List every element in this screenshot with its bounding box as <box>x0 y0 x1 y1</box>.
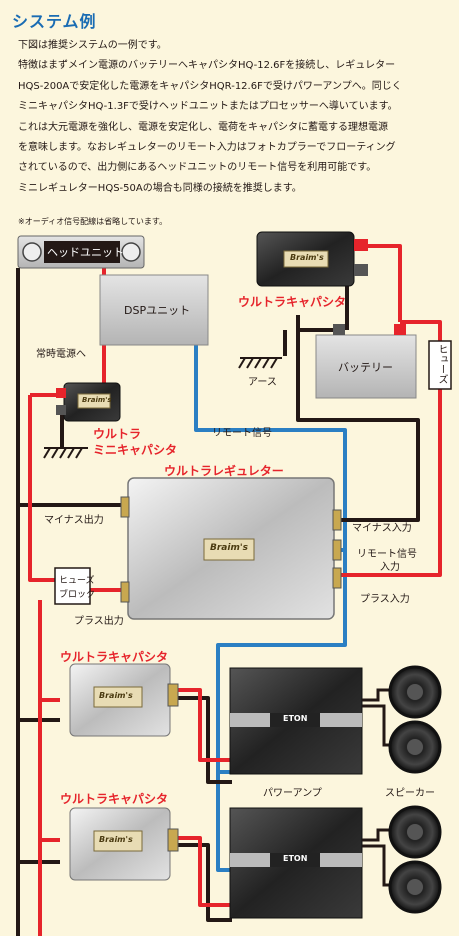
earth-label: アース <box>248 377 277 388</box>
note: ※オーディオ信号配線は省略しています。 <box>18 217 168 226</box>
remote-signal-input-label-2: 入力 <box>380 562 400 573</box>
head-unit-knob-right <box>121 242 141 262</box>
speaker-4 <box>388 860 442 914</box>
amp-brand-bottom: ETON <box>283 854 308 863</box>
ultra-mini-capacitor <box>56 382 121 422</box>
dsp-unit <box>99 274 209 346</box>
ultra-capacitor-top <box>256 231 368 287</box>
ultra-capacitor-mid <box>69 663 179 737</box>
amp-brand-top: ETON <box>283 714 308 723</box>
earth-symbol-top <box>238 357 282 369</box>
brand-logo-top: Braim's <box>290 253 324 262</box>
fuse-block-label-2: ブロック <box>59 590 96 600</box>
ultra-capacitor-mid-label: ウルトラキャパシタ <box>60 650 169 664</box>
fuse-label: ヒューズ <box>436 344 447 384</box>
speaker-3 <box>388 805 442 859</box>
constant-power-wire <box>70 268 106 397</box>
head-unit-label: ヘッドユニット <box>47 246 124 259</box>
ultra-regulator <box>120 477 342 620</box>
power-amp-bottom <box>229 807 363 919</box>
battery-plus-wire <box>361 244 402 322</box>
ultra-mini-capacitor-label-1: ウルトラ <box>93 427 142 441</box>
remote-wire <box>194 345 347 552</box>
constant-power-label: 常時電源へ <box>36 349 86 360</box>
battery-label: バッテリー <box>338 361 393 374</box>
speaker-1 <box>388 665 442 719</box>
plus-input-wire <box>340 320 442 577</box>
power-amp-label: パワーアンプ <box>263 788 322 799</box>
remote-signal-label: リモート信号 <box>212 428 272 439</box>
head-unit-knob-left <box>22 242 42 262</box>
page-title: システム例 <box>12 12 97 31</box>
remote-amp-wire-1 <box>216 550 347 774</box>
dsp-unit-label: DSPユニット <box>124 304 191 317</box>
earth-symbol-mini <box>43 447 88 459</box>
ultra-mini-capacitor-label-2: ミニキャパシタ <box>93 443 178 457</box>
speaker-2 <box>388 720 442 774</box>
ultra-regulator-label: ウルトラレギュレター <box>164 464 284 478</box>
minus-input-label: マイナス入力 <box>352 523 412 534</box>
fuse <box>428 340 452 390</box>
brand-logo-mid: Braim's <box>99 691 133 700</box>
minus-input-wire <box>296 315 420 522</box>
head-unit <box>17 235 145 269</box>
remote-amp-wire-2 <box>216 772 232 872</box>
plus-output-label: プラス出力 <box>74 616 124 627</box>
speaker-label: スピーカー <box>385 788 435 799</box>
ultra-capacitor-top-label: ウルトラキャパシタ <box>238 295 347 309</box>
battery <box>315 324 417 399</box>
minus-output-label: マイナス出力 <box>44 515 104 526</box>
ultra-capacitor-bottom <box>69 807 179 881</box>
ultra-capacitor-bottom-label: ウルトラキャパシタ <box>60 792 169 806</box>
fuse-block <box>54 567 91 605</box>
fuse-block-label-1: ヒューズ <box>59 576 95 586</box>
description: 下図は推奨システムの一例です。 特徴はまずメイン電源のバッテリーへキャパシタHQ… <box>18 40 402 194</box>
power-amp-top <box>229 667 363 775</box>
plus-input-label: プラス入力 <box>360 594 410 605</box>
remote-signal-input-label-1: リモート信号 <box>357 549 417 560</box>
brand-logo-regulator: Braim's <box>210 543 248 553</box>
brand-logo-mini: Braim's <box>82 396 112 404</box>
brand-logo-bottom: Braim's <box>99 835 133 844</box>
